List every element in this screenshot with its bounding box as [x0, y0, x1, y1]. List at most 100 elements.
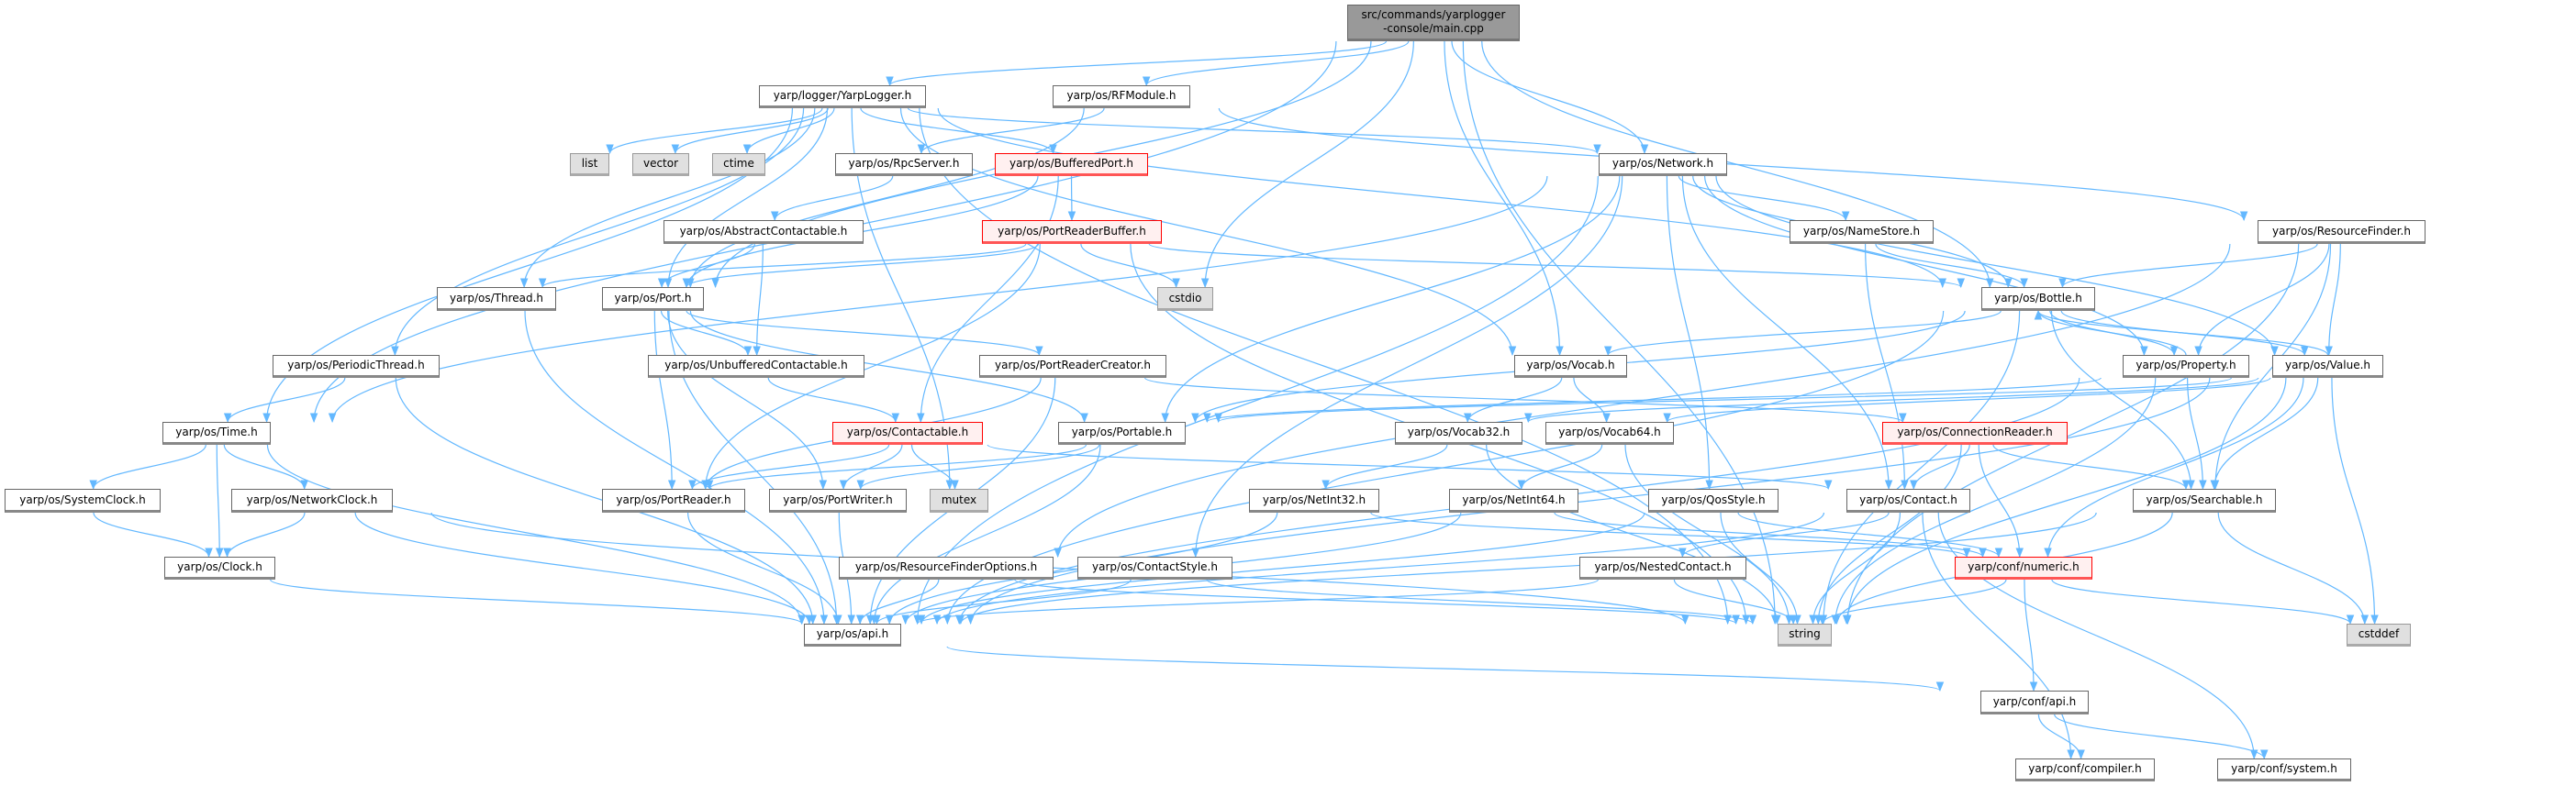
node-main[interactable]: src/commands/yarplogger -console/main.cp… — [1347, 5, 1520, 41]
node-label: ctime — [723, 157, 754, 170]
node-label: cstddef — [2358, 627, 2400, 640]
node-cstddef[interactable]: cstddef — [2347, 624, 2411, 647]
node-systemclock[interactable]: yarp/os/SystemClock.h — [5, 489, 161, 513]
node-port[interactable]: yarp/os/Port.h — [602, 287, 704, 311]
node-label: yarp/conf/numeric.h — [1968, 560, 2080, 573]
edge-rfmodule-to-port — [686, 107, 1085, 289]
edge-value-to-numeric — [2044, 377, 2304, 559]
edge-unbufferedcontactable-to-contactable — [767, 377, 900, 424]
node-string[interactable]: string — [1778, 624, 1832, 647]
node-compiler[interactable]: yarp/conf/compiler.h — [2015, 758, 2155, 781]
edge-yarplogger-to-vocab — [899, 107, 1517, 357]
edge-portable-to-portreader — [705, 444, 1087, 491]
edge-port-to-unbufferedcontactable — [660, 310, 753, 357]
edge-bufferedport-to-contactable — [916, 175, 1059, 424]
node-vocab[interactable]: yarp/os/Vocab.h — [1514, 355, 1627, 378]
node-value[interactable]: yarp/os/Value.h — [2272, 355, 2383, 378]
edge-port-to-portreadercreator — [686, 310, 1043, 357]
node-portable[interactable]: yarp/os/Portable.h — [1058, 422, 1186, 445]
node-qosstyle[interactable]: yarp/os/QosStyle.h — [1648, 489, 1779, 513]
node-label: yarp/os/Port.h — [614, 291, 692, 304]
node-label: yarp/os/ConnectionReader.h — [1897, 426, 2053, 438]
edge-value-to-vocab32 — [1524, 377, 2259, 424]
node-mutex[interactable]: mutex — [930, 489, 988, 513]
edge-network-to-contact — [1681, 175, 1893, 491]
edge-portreaderbuffer-to-cstdio — [1080, 243, 1180, 289]
edge-main-to-network — [1451, 40, 1649, 155]
edge-systemclock-to-clock — [93, 512, 213, 559]
node-label: yarp/os/Contact.h — [1859, 493, 1957, 506]
node-yarplogger[interactable]: yarp/logger/YarpLogger.h — [759, 85, 926, 108]
node-searchable[interactable]: yarp/os/Searchable.h — [2133, 489, 2276, 513]
node-confapi[interactable]: yarp/conf/api.h — [1980, 691, 2089, 714]
node-portreaderbuffer[interactable]: yarp/os/PortReaderBuffer.h — [982, 220, 1162, 244]
node-vocab64[interactable]: yarp/os/Vocab64.h — [1545, 422, 1674, 445]
edge-contact-to-compiler — [1922, 512, 2075, 760]
node-resourcefinder[interactable]: yarp/os/ResourceFinder.h — [2258, 220, 2425, 244]
edge-yarplogger-to-port — [664, 107, 829, 289]
edge-vocab64-to-netint64 — [1517, 444, 1603, 491]
node-vector[interactable]: vector — [632, 153, 689, 176]
edge-portreadercreator-to-connectionreader — [1144, 377, 1907, 424]
edge-network-to-osapi — [913, 175, 1599, 625]
edge-resourcefinderoptions-to-osapi — [855, 579, 940, 625]
edge-periodicthread-to-time — [223, 377, 346, 424]
node-label: yarp/os/Network.h — [1611, 157, 1714, 170]
node-label: yarp/os/ResourceFinderOptions.h — [854, 560, 1038, 573]
node-label: yarp/os/Vocab.h — [1526, 359, 1615, 371]
node-namestore[interactable]: yarp/os/NameStore.h — [1790, 220, 1934, 244]
node-rpcserver[interactable]: yarp/os/RpcServer.h — [835, 153, 973, 176]
node-connectionreader[interactable]: yarp/os/ConnectionReader.h — [1882, 422, 2068, 445]
node-network[interactable]: yarp/os/Network.h — [1599, 153, 1727, 176]
node-resourcefinderoptions[interactable]: yarp/os/ResourceFinderOptions.h — [839, 557, 1054, 580]
node-netint64[interactable]: yarp/os/NetInt64.h — [1449, 489, 1578, 513]
node-thread[interactable]: yarp/os/Thread.h — [437, 287, 556, 311]
node-periodicthread[interactable]: yarp/os/PeriodicThread.h — [273, 355, 440, 378]
node-numeric[interactable]: yarp/conf/numeric.h — [1955, 557, 2092, 580]
edge-contactstyle-to-string — [1206, 579, 1756, 625]
node-cstdio[interactable]: cstdio — [1157, 287, 1213, 311]
edge-main-to-cstdio — [1200, 40, 1414, 289]
node-label: yarp/os/Property.h — [2136, 359, 2236, 371]
node-property[interactable]: yarp/os/Property.h — [2123, 355, 2249, 378]
node-contact[interactable]: yarp/os/Contact.h — [1846, 489, 1970, 513]
edge-qosstyle-to-osapi — [917, 512, 1645, 625]
node-osapi[interactable]: yarp/os/api.h — [804, 624, 901, 647]
node-nestedcontact[interactable]: yarp/os/NestedContact.h — [1579, 557, 1746, 580]
edge-main-to-yarplogger — [886, 40, 1388, 87]
node-portreadercreator[interactable]: yarp/os/PortReaderCreator.h — [979, 355, 1166, 378]
node-label: yarp/os/SystemClock.h — [19, 493, 146, 506]
node-bottle[interactable]: yarp/os/Bottle.h — [1981, 287, 2095, 311]
node-label: string — [1789, 627, 1821, 640]
node-vocab32[interactable]: yarp/os/Vocab32.h — [1395, 422, 1522, 445]
node-rfmodule[interactable]: yarp/os/RFModule.h — [1053, 85, 1190, 108]
edge-port-to-portreader — [653, 310, 676, 491]
node-ctime[interactable]: ctime — [712, 153, 765, 176]
node-netint32[interactable]: yarp/os/NetInt32.h — [1249, 489, 1379, 513]
node-clock[interactable]: yarp/os/Clock.h — [164, 557, 275, 580]
edge-numeric-to-confapi — [2024, 579, 2038, 692]
edge-yarplogger-to-network — [907, 107, 1601, 155]
node-portwriter[interactable]: yarp/os/PortWriter.h — [769, 489, 907, 513]
edge-numeric-to-string — [1818, 579, 2007, 625]
edge-value-to-string — [1842, 377, 2287, 625]
node-portreader[interactable]: yarp/os/PortReader.h — [602, 489, 745, 513]
node-time[interactable]: yarp/os/Time.h — [162, 422, 271, 445]
node-contactable[interactable]: yarp/os/Contactable.h — [832, 422, 983, 445]
edge-value-to-vocab64 — [1663, 377, 2271, 424]
node-contactstyle[interactable]: yarp/os/ContactStyle.h — [1077, 557, 1232, 580]
node-list[interactable]: list — [570, 153, 609, 176]
node-networkclock[interactable]: yarp/os/NetworkClock.h — [231, 489, 393, 513]
node-system[interactable]: yarp/conf/system.h — [2217, 758, 2351, 781]
edge-contactstyle-to-osapi — [873, 579, 1132, 625]
edge-abstractcontactable-to-port — [657, 243, 755, 289]
node-bufferedport[interactable]: yarp/os/BufferedPort.h — [995, 153, 1148, 176]
node-abstractcontactable[interactable]: yarp/os/AbstractContactable.h — [664, 220, 864, 244]
edge-networkclock-to-clock — [223, 512, 306, 559]
edge-contact-to-nestedcontact — [1678, 512, 1890, 559]
edge-port-to-portable — [689, 310, 1088, 424]
edge-searchable-to-osapi — [956, 512, 2097, 625]
edge-rpcserver-to-abstractcontactable — [770, 175, 894, 222]
node-label: yarp/os/PortReader.h — [616, 493, 731, 506]
node-unbufferedcontactable[interactable]: yarp/os/UnbufferedContactable.h — [648, 355, 864, 378]
